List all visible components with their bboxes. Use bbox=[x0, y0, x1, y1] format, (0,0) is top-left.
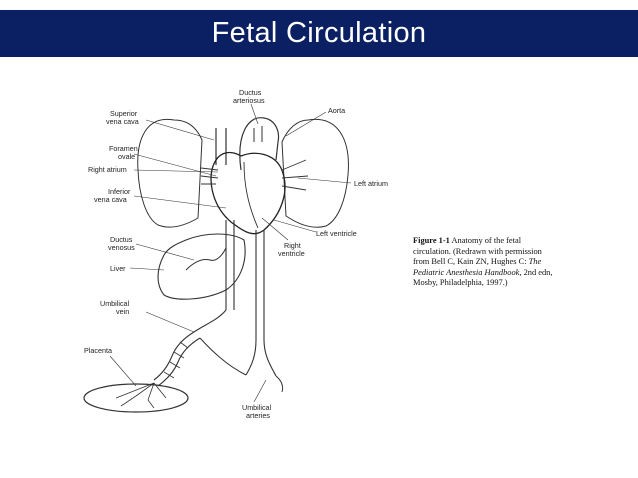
label-umbilical-arteries-2: arteries bbox=[246, 411, 270, 420]
fetal-circulation-diagram: Ductus arteriosus Aorta Superior vena ca… bbox=[76, 80, 406, 460]
label-right-ventricle-1: Right bbox=[284, 241, 301, 250]
right-lung bbox=[137, 118, 203, 228]
caption-text-after: 2nd edn, Mosby, Philadelphia, 1997.) bbox=[413, 267, 553, 288]
label-umbilical-arteries-1: Umbilical bbox=[242, 403, 272, 412]
pulmonary-vessels-right bbox=[200, 167, 219, 185]
diagram-svg: Ductus arteriosus Aorta Superior vena ca… bbox=[83, 88, 388, 420]
inferior-vena-cava bbox=[225, 220, 235, 310]
label-superior-vena-cava-1: Superior bbox=[110, 109, 138, 118]
label-inferior-vena-cava-2: vena cava bbox=[94, 195, 127, 204]
placenta-vessels bbox=[115, 382, 167, 409]
umbilical-arteries-vessels bbox=[199, 337, 284, 393]
label-right-atrium: Right atrium bbox=[88, 165, 127, 174]
label-aorta: Aorta bbox=[328, 106, 345, 115]
caption-text-before: Anatomy of the fetal circulation. (Redra… bbox=[413, 236, 542, 266]
pulmonary-vessels-left bbox=[281, 159, 309, 191]
label-foramen-ovale-1: Foramen bbox=[109, 144, 138, 153]
umbilical-vein-vessel bbox=[193, 309, 227, 333]
label-left-ventricle: Left ventricle bbox=[316, 229, 357, 238]
label-ductus-arteriosus-1: Ductus bbox=[239, 88, 262, 97]
caption-figure-number: Figure 1-1 bbox=[413, 236, 450, 245]
label-ductus-venosus-1: Ductus bbox=[110, 235, 133, 244]
label-right-ventricle-2: ventricle bbox=[278, 249, 305, 258]
label-ductus-venosus-2: venosus bbox=[108, 243, 135, 252]
label-inferior-vena-cava-1: Inferior bbox=[108, 187, 131, 196]
label-umbilical-vein-1: Umbilical bbox=[100, 299, 130, 308]
placenta bbox=[83, 383, 189, 413]
label-superior-vena-cava-2: vena cava bbox=[106, 117, 139, 126]
cord-twist bbox=[163, 341, 189, 379]
caption-book-title: The Pediatric Anesthesia Handbook, bbox=[413, 257, 542, 277]
heart bbox=[210, 151, 286, 235]
liver bbox=[157, 233, 246, 300]
figure-caption: Figure 1-1 Anatomy of the fetal circulat… bbox=[413, 236, 553, 289]
ductus-venosus-vessel bbox=[185, 247, 227, 271]
aorta-arch bbox=[239, 117, 280, 171]
left-lung bbox=[281, 118, 349, 228]
title-bar: Fetal Circulation bbox=[0, 10, 638, 57]
umbilical-cord bbox=[153, 331, 201, 387]
label-umbilical-vein-2: vein bbox=[116, 307, 129, 316]
label-liver: Liver bbox=[110, 264, 126, 273]
ductus-arteriosus-vessel bbox=[253, 126, 263, 142]
label-left-atrium: Left atrium bbox=[354, 179, 388, 188]
heart-septum bbox=[243, 161, 259, 229]
slide-title: Fetal Circulation bbox=[211, 17, 427, 49]
label-placenta: Placenta bbox=[84, 346, 112, 355]
label-foramen-ovale-2: ovale bbox=[118, 152, 135, 161]
label-ductus-arteriosus-2: arteriosus bbox=[233, 96, 265, 105]
leader-lines bbox=[109, 103, 352, 403]
descending-aorta bbox=[245, 230, 277, 377]
superior-vena-cava bbox=[215, 128, 227, 165]
